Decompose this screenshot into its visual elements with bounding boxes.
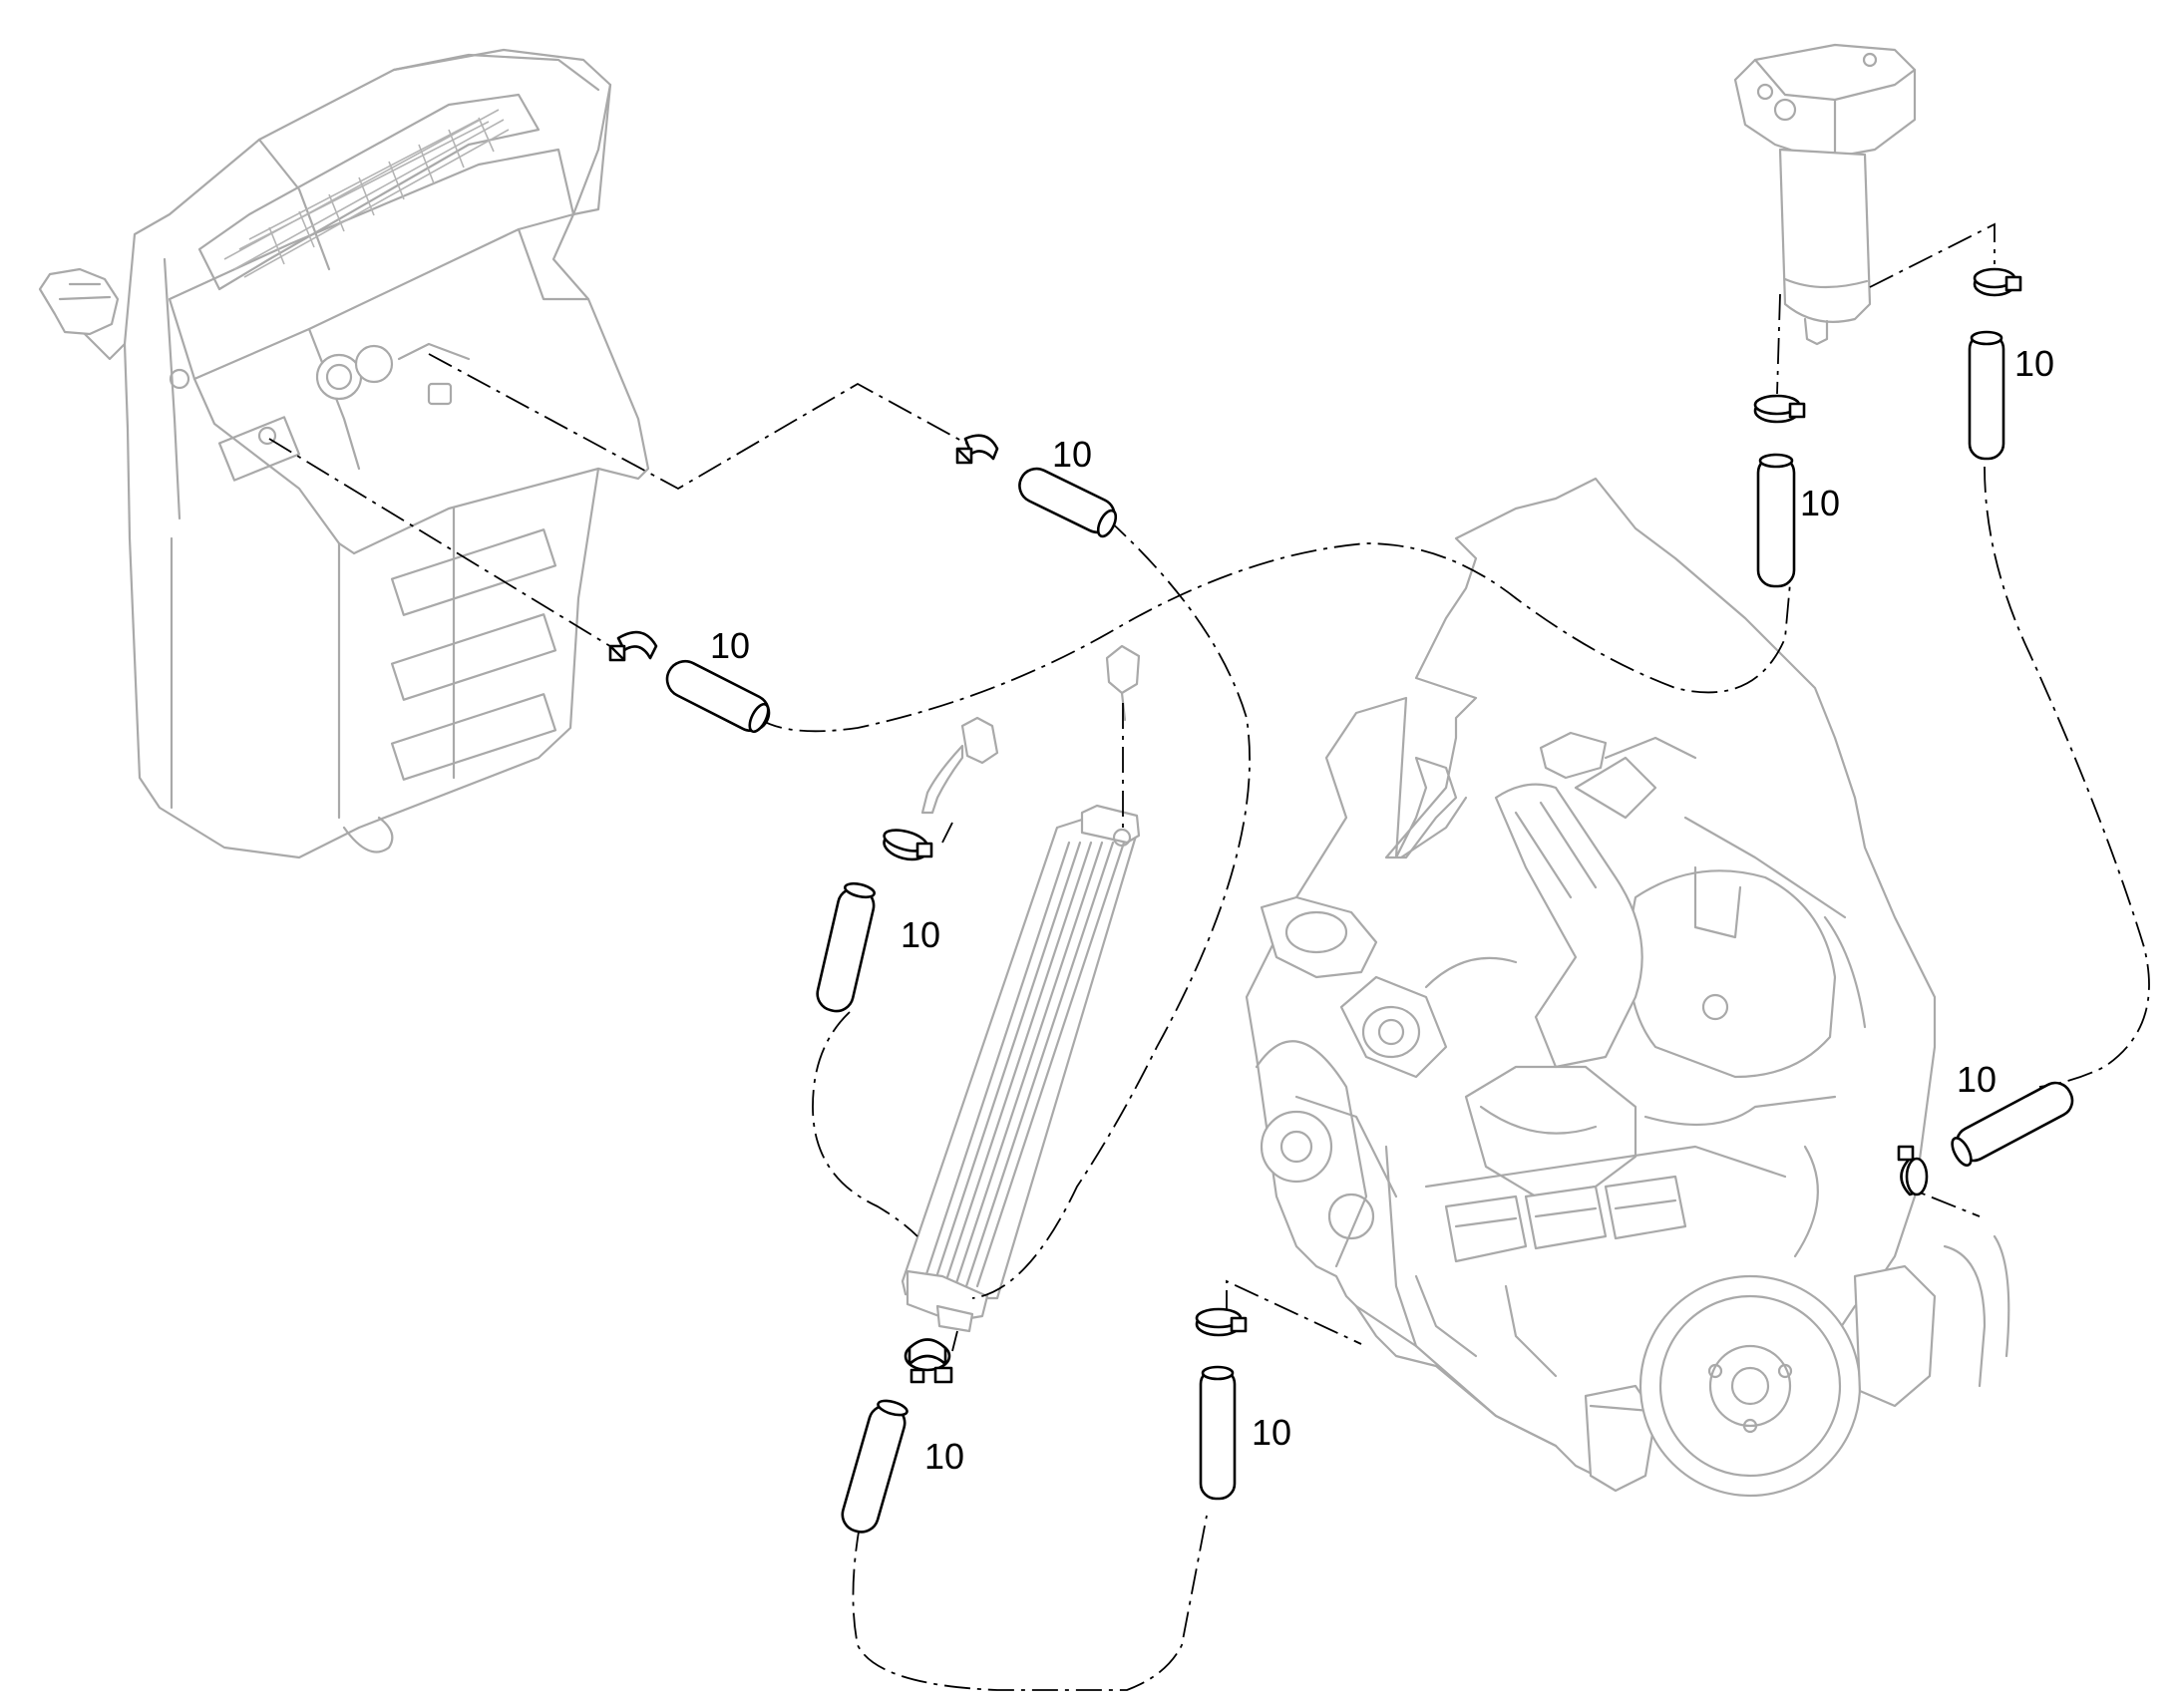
hose-filter-right <box>1968 330 2005 461</box>
routing-lines <box>268 222 2150 1691</box>
hose-clamp-tank-lower <box>608 630 658 662</box>
hose-clamp-filter-left <box>1753 394 1806 424</box>
fuel-filter <box>1733 43 1917 346</box>
hose-tank-lower <box>665 659 771 734</box>
hose-clamp-engine-center <box>1195 1307 1248 1337</box>
hose-tank-upper <box>1018 467 1118 538</box>
route-right-hose-to-engine-clamp <box>1984 466 2150 1088</box>
hose-clamp-cooler-upper <box>883 829 933 861</box>
fuel-cooler <box>901 644 1141 1333</box>
callout-hose-cooler-upper: 10 <box>901 914 940 955</box>
callout-hose-tank-upper: 10 <box>1052 434 1092 475</box>
callout-hose-tank-lower: 10 <box>710 625 750 666</box>
hose-filter-left <box>1756 453 1796 588</box>
hose-clamp-engine-right <box>1897 1145 1929 1196</box>
route-tank-to-lower-clamp <box>268 438 614 649</box>
callout-hose-engine-right: 10 <box>1957 1059 1997 1100</box>
tank-filler-cap <box>38 267 127 361</box>
callout-hose-engine-center: 10 <box>1252 1412 1291 1453</box>
route-tank-to-upper-clamp <box>428 353 973 491</box>
callout-labels: 10 10 10 10 10 10 10 10 <box>710 343 2054 1477</box>
hose-clamp-cooler-lower <box>904 1338 953 1384</box>
route-upper-hose-loop <box>971 517 1251 1299</box>
engine <box>1245 477 2010 1498</box>
tank-grille <box>197 93 541 291</box>
route-filter-to-right-clamp <box>1869 222 1996 288</box>
hose-cooler-lower <box>841 1399 908 1534</box>
route-filter-to-left-clamp <box>1776 293 1781 395</box>
route-lower-left-hose-loop <box>852 1515 1208 1691</box>
hose-engine-center <box>1199 1365 1237 1501</box>
hose-clamp-tank-upper <box>955 434 999 465</box>
fuel-tank <box>38 48 650 859</box>
hose-cooler-upper <box>816 881 876 1013</box>
route-cooler-upper-left-loop <box>812 1011 918 1237</box>
callout-hose-filter-right: 10 <box>2014 343 2054 384</box>
tank-sender-unit <box>169 342 471 446</box>
callout-hose-filter-left: 10 <box>1800 483 1840 523</box>
route-cooler-to-upper-left-clamp <box>941 822 953 844</box>
route-cooler-to-lower-clamp <box>951 1330 958 1352</box>
hose-engine-right <box>1951 1081 2074 1167</box>
hose-clamp-filter-right <box>1973 267 2022 297</box>
route-engine-clamp-to-engine <box>1226 1279 1362 1345</box>
callout-hose-cooler-lower: 10 <box>924 1436 964 1477</box>
route-lower-hose-to-filter <box>757 542 1791 733</box>
